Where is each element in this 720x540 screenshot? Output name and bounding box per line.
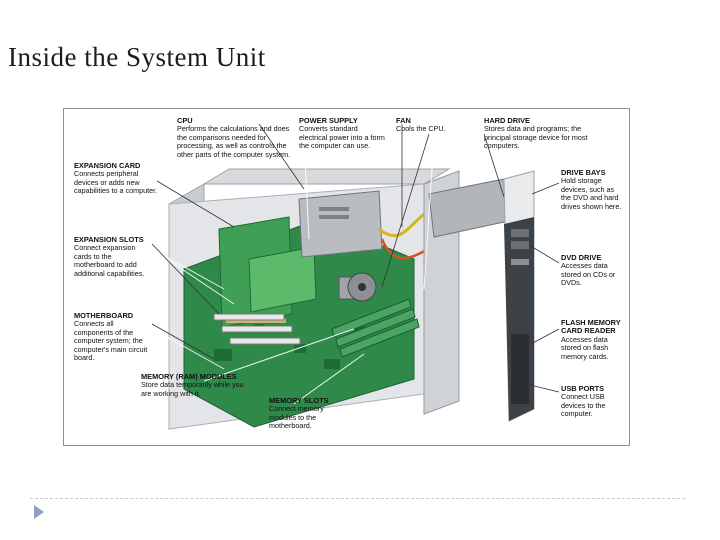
label-description: Cools the CPU. bbox=[396, 124, 446, 134]
label-title: USB PORTS bbox=[561, 384, 605, 393]
expansion-slots-shape bbox=[213, 313, 301, 345]
memory-modules-shape bbox=[331, 298, 420, 358]
label-description: Converts standard electrical power into … bbox=[299, 124, 385, 151]
label-description: Performs the calculations and does the c… bbox=[177, 124, 291, 159]
label-description: Accesses data stored on CDs or DVDs. bbox=[561, 261, 616, 288]
label-title: EXPANSION SLOTS bbox=[74, 235, 144, 244]
label-title: MOTHERBOARD bbox=[74, 311, 134, 320]
label-title: DVD DRIVE bbox=[561, 253, 602, 262]
label-title: DRIVE BAYS bbox=[561, 168, 606, 177]
label-description: Connects all components of the computer … bbox=[74, 319, 148, 363]
footer-divider bbox=[30, 498, 685, 499]
label-dvd-drive: DVD DRIVE Accesses data stored on CDs or… bbox=[561, 253, 625, 288]
label-expansion-slots: EXPANSION SLOTS Connect expansion cards … bbox=[74, 235, 150, 278]
label-title: EXPANSION CARD bbox=[74, 161, 141, 170]
label-flash-reader: FLASH MEMORY CARD READER Accesses data s… bbox=[561, 318, 625, 361]
label-title: FLASH MEMORY CARD READER bbox=[561, 318, 621, 336]
label-description: Connects peripheral devices or adds new … bbox=[74, 169, 158, 196]
label-description: Store data temporarily while you are wor… bbox=[141, 380, 244, 398]
label-title: POWER SUPPLY bbox=[299, 116, 358, 125]
label-power-supply: POWER SUPPLY Converts standard electrica… bbox=[299, 116, 387, 151]
label-title: FAN bbox=[396, 116, 411, 125]
label-description: Stores data and programs; the principal … bbox=[484, 124, 588, 151]
label-title: CPU bbox=[177, 116, 193, 125]
label-description: Connect memory modules to the motherboar… bbox=[269, 404, 324, 431]
power-supply-shape bbox=[298, 190, 383, 258]
label-description: Connect USB devices to the computer. bbox=[561, 392, 606, 419]
computer-illustration bbox=[141, 123, 560, 430]
label-memory-slots: MEMORY SLOTS Connect memory modules to t… bbox=[269, 396, 341, 431]
label-usb-ports: USB PORTS Connect USB devices to the com… bbox=[561, 384, 625, 419]
label-description: Connect expansion cards to the motherboa… bbox=[74, 243, 145, 278]
label-hard-drive: HARD DRIVE Stores data and programs; the… bbox=[484, 116, 596, 151]
label-memory-modules: MEMORY (RAM) MODULES Store data temporar… bbox=[141, 372, 253, 398]
bullet-arrow-icon bbox=[34, 505, 44, 519]
label-title: MEMORY SLOTS bbox=[269, 396, 329, 405]
label-motherboard: MOTHERBOARD Connects all components of t… bbox=[74, 311, 154, 363]
label-fan: FAN Cools the CPU. bbox=[396, 116, 476, 134]
label-cpu: CPU Performs the calculations and does t… bbox=[177, 116, 295, 159]
label-description: Accesses data stored on flash memory car… bbox=[561, 334, 609, 361]
slide-title: Inside the System Unit bbox=[8, 42, 266, 72]
label-description: Hold storage devices, such as the DVD an… bbox=[561, 176, 622, 211]
label-title: HARD DRIVE bbox=[484, 116, 530, 125]
label-expansion-card: EXPANSION CARD Connects peripheral devic… bbox=[74, 161, 158, 196]
label-drive-bays: DRIVE BAYS Hold storage devices, such as… bbox=[561, 168, 625, 211]
system-unit-diagram: CPU Performs the calculations and does t… bbox=[63, 108, 630, 446]
label-title: MEMORY (RAM) MODULES bbox=[141, 372, 237, 381]
